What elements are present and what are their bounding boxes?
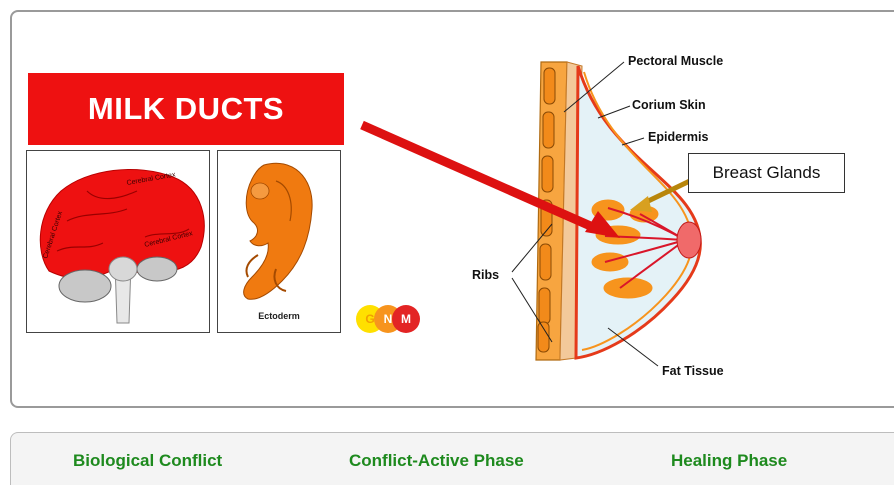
label-corium-skin: Corium Skin [632, 98, 706, 112]
embryo-panel: Ectoderm [217, 150, 341, 333]
label-ribs: Ribs [472, 268, 499, 282]
cerebellum-left [59, 270, 111, 302]
milk-ducts-title: MILK DUCTS [28, 73, 344, 145]
tab-healing-phase[interactable]: Healing Phase [671, 451, 787, 471]
label-fat-tissue: Fat Tissue [662, 364, 724, 378]
label-breast-glands: Breast Glands [688, 153, 845, 193]
brain-illustration: Cerebral Cortex Cerebral Cortex Cerebral… [27, 151, 211, 334]
midbrain [109, 257, 137, 281]
phase-tab-bar: Biological Conflict Conflict-Active Phas… [10, 432, 894, 485]
brain-panel: Cerebral Cortex Cerebral Cortex Cerebral… [26, 150, 210, 333]
tab-conflict-active-phase[interactable]: Conflict-Active Phase [349, 451, 524, 471]
embryo-body [244, 163, 312, 299]
label-pectoral-muscle: Pectoral Muscle [628, 54, 723, 68]
cerebellum-right [137, 257, 177, 281]
embryo-head-bulge [251, 183, 269, 199]
embryo-illustration [218, 151, 342, 334]
ectoderm-label: Ectoderm [218, 311, 340, 321]
label-epidermis: Epidermis [648, 130, 708, 144]
nipple [677, 222, 701, 258]
gnm-logo-m: M [392, 305, 420, 333]
tab-biological-conflict[interactable]: Biological Conflict [73, 451, 222, 471]
